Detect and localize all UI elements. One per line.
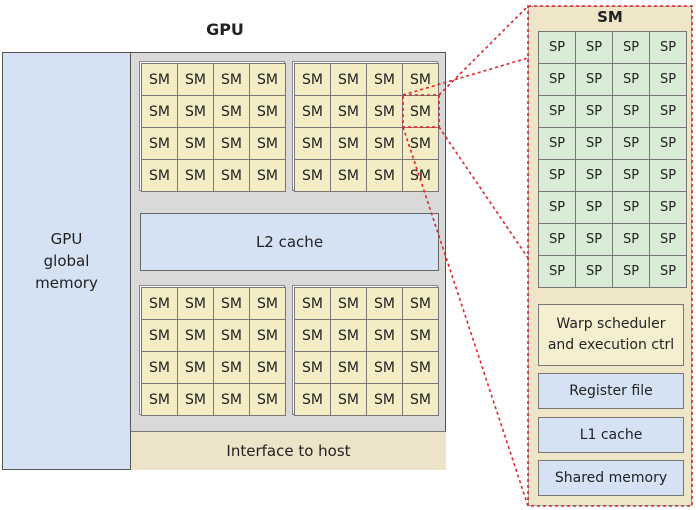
sm-cell: SM xyxy=(366,351,403,384)
sm-cell: SM xyxy=(249,319,286,352)
gpu-title: GPU xyxy=(206,20,244,39)
sm-cell: SM xyxy=(294,287,331,320)
sm-cell: SM xyxy=(330,383,367,416)
zoom-line-3 xyxy=(438,126,529,259)
sm-cell: SM xyxy=(294,319,331,352)
sp-cell: SP xyxy=(538,95,576,128)
interface-to-host: Interface to host xyxy=(131,431,446,470)
sm-cell: SM xyxy=(330,95,367,128)
shared-memory: Shared memory xyxy=(538,460,684,496)
sm-cell: SM xyxy=(249,287,286,320)
sm-cell: SM xyxy=(213,287,250,320)
sm-cell: SM xyxy=(366,159,403,192)
sm-detail-title: SM xyxy=(597,8,623,26)
sm-cell: SM xyxy=(213,159,250,192)
sm-cell: SM xyxy=(177,63,214,96)
sp-cell: SP xyxy=(649,95,687,128)
sp-cell: SP xyxy=(575,223,613,256)
l1-cache-label: L1 cache xyxy=(579,426,643,443)
sp-cell: SP xyxy=(612,95,650,128)
sp-cell: SP xyxy=(649,31,687,64)
sm-cell: SM xyxy=(402,159,439,192)
sm-cell: SM xyxy=(249,127,286,160)
sm-cell: SM xyxy=(402,319,439,352)
warp-scheduler: Warp scheduler and execution ctrl xyxy=(538,304,684,366)
interface-to-host-label: Interface to host xyxy=(226,442,351,460)
zoom-line-2 xyxy=(402,57,529,96)
sp-cell: SP xyxy=(612,31,650,64)
zoom-line-4 xyxy=(402,126,529,507)
sp-cell: SP xyxy=(612,255,650,288)
sp-cell: SP xyxy=(538,31,576,64)
sp-cell: SP xyxy=(575,63,613,96)
sp-cell: SP xyxy=(612,191,650,224)
sm-cell: SM xyxy=(402,383,439,416)
sm-cell: SM xyxy=(294,95,331,128)
sp-cell: SP xyxy=(612,159,650,192)
sp-cell: SP xyxy=(649,255,687,288)
shared-memory-label: Shared memory xyxy=(554,469,668,486)
l2-cache-label: L2 cache xyxy=(255,233,324,251)
sm-cell: SM xyxy=(294,383,331,416)
sm-cell: SM xyxy=(249,351,286,384)
sm-cell: SM xyxy=(366,287,403,320)
sp-cell: SP xyxy=(575,255,613,288)
sm-cell: SM xyxy=(177,319,214,352)
sm-detail-outline xyxy=(527,5,693,507)
sm-cell: SM xyxy=(141,351,178,384)
sm-cell: SM xyxy=(249,383,286,416)
sm-cell: SM xyxy=(177,159,214,192)
sm-cell: SM xyxy=(141,383,178,416)
sm-cell: SM xyxy=(294,159,331,192)
sm-cell: SM xyxy=(330,351,367,384)
warp-scheduler-label: Warp scheduler and execution ctrl xyxy=(547,316,675,353)
sm-cell: SM xyxy=(402,95,439,128)
sm-cell: SM xyxy=(249,95,286,128)
register-file-label: Register file xyxy=(569,382,653,399)
highlighted-sm-box xyxy=(402,94,440,128)
gpu-global-memory-label: GPU global memory xyxy=(35,230,98,292)
sm-cell: SM xyxy=(249,159,286,192)
gpu-global-memory: GPU global memory xyxy=(2,52,131,470)
sm-cell: SM xyxy=(366,383,403,416)
sp-cell: SP xyxy=(575,127,613,160)
sm-cell: SM xyxy=(213,63,250,96)
sp-cell: SP xyxy=(538,255,576,288)
sm-cell: SM xyxy=(177,383,214,416)
sm-cell: SM xyxy=(249,63,286,96)
l1-cache: L1 cache xyxy=(538,417,684,453)
register-file: Register file xyxy=(538,373,684,409)
sm-cell: SM xyxy=(402,351,439,384)
sm-cell: SM xyxy=(330,159,367,192)
sm-cell: SM xyxy=(402,127,439,160)
sp-cell: SP xyxy=(612,63,650,96)
sp-cell: SP xyxy=(649,223,687,256)
sm-cell: SM xyxy=(213,127,250,160)
sp-cell: SP xyxy=(575,31,613,64)
l2-cache: L2 cache xyxy=(140,213,439,271)
sp-cell: SP xyxy=(538,191,576,224)
sm-cell: SM xyxy=(366,63,403,96)
sp-cell: SP xyxy=(612,127,650,160)
sm-cell: SM xyxy=(366,319,403,352)
sm-cell: SM xyxy=(213,351,250,384)
sm-cell: SM xyxy=(177,95,214,128)
sp-cell: SP xyxy=(575,95,613,128)
zoom-line-1 xyxy=(438,5,529,96)
